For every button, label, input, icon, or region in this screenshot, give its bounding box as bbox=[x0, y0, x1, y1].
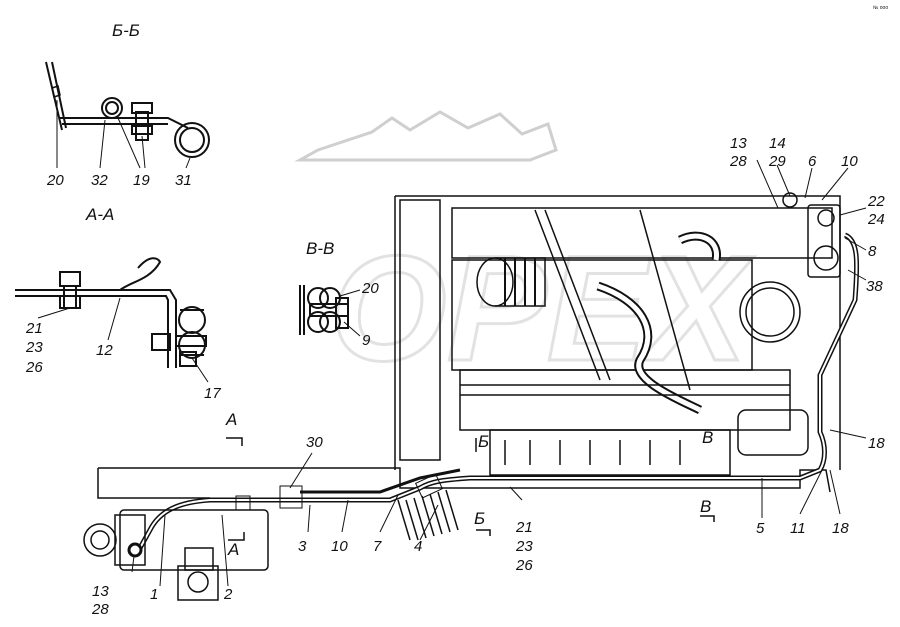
callout-23-bottom: 23 bbox=[515, 538, 533, 555]
engine-assembly bbox=[97, 192, 841, 499]
section-aa-title: А-А bbox=[85, 205, 114, 224]
callout-28-top: 28 bbox=[729, 153, 747, 170]
callout-7: 7 bbox=[373, 538, 382, 555]
vv-callout-20: 20 bbox=[361, 280, 379, 297]
section-vv: В-В bbox=[299, 239, 349, 335]
bb-callout-19: 19 bbox=[133, 172, 150, 189]
watermark: OPEX bbox=[294, 110, 756, 394]
callout-28-bottom: 28 bbox=[91, 601, 109, 618]
aa-callout-17: 17 bbox=[204, 385, 221, 402]
callout-3: 3 bbox=[298, 538, 307, 555]
callout-30: 30 bbox=[306, 434, 323, 451]
bb-callout-32: 32 bbox=[91, 172, 108, 189]
aa-callout-12: 12 bbox=[96, 342, 113, 359]
vv-callout-9: 9 bbox=[362, 332, 371, 349]
aa-callout-26: 26 bbox=[25, 359, 43, 376]
callout-26-bottom: 26 bbox=[515, 557, 533, 574]
callout-6-top: 6 bbox=[808, 153, 817, 170]
aa-callout-23: 23 bbox=[25, 339, 43, 356]
section-aa: А-А bbox=[15, 205, 207, 368]
callout-13-top: 13 bbox=[730, 135, 747, 152]
bottom-leaders bbox=[131, 452, 841, 587]
cut-mark-v-bottom: В bbox=[700, 497, 711, 516]
fuel-filter-assembly bbox=[83, 509, 269, 601]
callout-24-top: 24 bbox=[867, 211, 885, 228]
callout-4: 4 bbox=[414, 538, 422, 555]
section-vv-leaders bbox=[339, 289, 361, 337]
callout-8-top: 8 bbox=[868, 243, 877, 260]
watermark-text: OPEX bbox=[330, 224, 755, 392]
cut-mark-a-top: А bbox=[225, 410, 237, 429]
section-bb: Б-Б bbox=[45, 21, 210, 158]
cut-mark-a-bottom: А bbox=[227, 540, 239, 559]
section-bb-leaders bbox=[56, 100, 191, 169]
cut-mark-b-left: Б bbox=[478, 432, 489, 451]
callout-18-bottom: 18 bbox=[832, 520, 849, 537]
corner-mark: № ooo bbox=[873, 5, 888, 11]
callout-2: 2 bbox=[223, 586, 233, 603]
aa-callout-21: 21 bbox=[25, 320, 43, 337]
top-right-leaders bbox=[756, 159, 867, 439]
callout-10-bottom: 10 bbox=[331, 538, 348, 555]
callout-5: 5 bbox=[756, 520, 765, 537]
section-aa-leaders bbox=[37, 297, 209, 383]
callout-21-bottom: 21 bbox=[515, 519, 533, 536]
callout-10-top: 10 bbox=[841, 153, 858, 170]
callout-38-top: 38 bbox=[866, 278, 883, 295]
callout-29-top: 29 bbox=[768, 153, 786, 170]
cut-mark-b-bottom: Б bbox=[474, 509, 485, 528]
callout-13-bottom: 13 bbox=[92, 583, 109, 600]
fuel-pipeline bbox=[137, 232, 860, 550]
callout-18-right: 18 bbox=[868, 435, 885, 452]
callout-22-top: 22 bbox=[867, 193, 885, 210]
section-bb-title: Б-Б bbox=[112, 21, 140, 40]
cut-mark-v-main: В bbox=[702, 428, 713, 447]
callout-11: 11 bbox=[790, 520, 806, 537]
section-vv-title: В-В bbox=[306, 239, 334, 258]
bb-callout-20: 20 bbox=[46, 172, 64, 189]
callout-1: 1 bbox=[150, 586, 158, 603]
cut-markers bbox=[226, 437, 715, 541]
callout-14-top: 14 bbox=[769, 135, 786, 152]
bb-callout-31: 31 bbox=[175, 172, 192, 189]
